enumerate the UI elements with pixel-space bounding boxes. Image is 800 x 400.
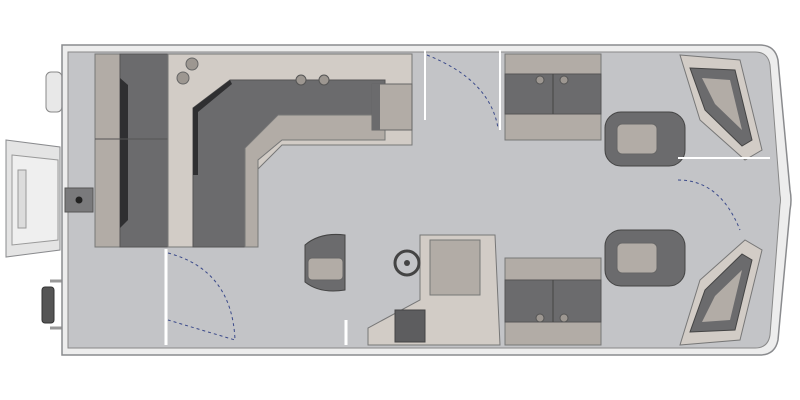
- helm-console[interactable]: [367, 234, 501, 346]
- forward-bench-top[interactable]: [504, 53, 602, 141]
- forward-bench-bottom[interactable]: [504, 257, 602, 346]
- drain-icon: [75, 196, 83, 204]
- bow-corner-seat-top[interactable]: [679, 54, 763, 161]
- stern-hatch[interactable]: [64, 187, 94, 213]
- cup-holder-icon: [185, 57, 199, 71]
- door-swing: [426, 54, 499, 129]
- cup-holder-icon: [559, 313, 569, 323]
- l-lounge[interactable]: [167, 53, 413, 248]
- bow-door-swing: [677, 179, 741, 231]
- cup-holder-icon: [176, 71, 190, 85]
- cup-holder-icon: [559, 75, 569, 85]
- cup-holder-icon: [295, 74, 307, 86]
- cup-holder-icon: [535, 75, 545, 85]
- bow-corner-seat-bottom[interactable]: [679, 239, 763, 346]
- steering-wheel-icon[interactable]: [393, 249, 421, 277]
- captain-chair-icon[interactable]: [604, 111, 686, 167]
- cup-holder-icon: [535, 313, 545, 323]
- stern-light: [45, 71, 63, 113]
- captain-chair-icon[interactable]: [304, 234, 346, 292]
- cup-holder-icon: [318, 74, 330, 86]
- captain-chair-icon[interactable]: [604, 229, 686, 287]
- stern-fender: [41, 286, 55, 324]
- stern-bench[interactable]: [94, 53, 169, 248]
- stern-ladder-icon: [5, 139, 61, 258]
